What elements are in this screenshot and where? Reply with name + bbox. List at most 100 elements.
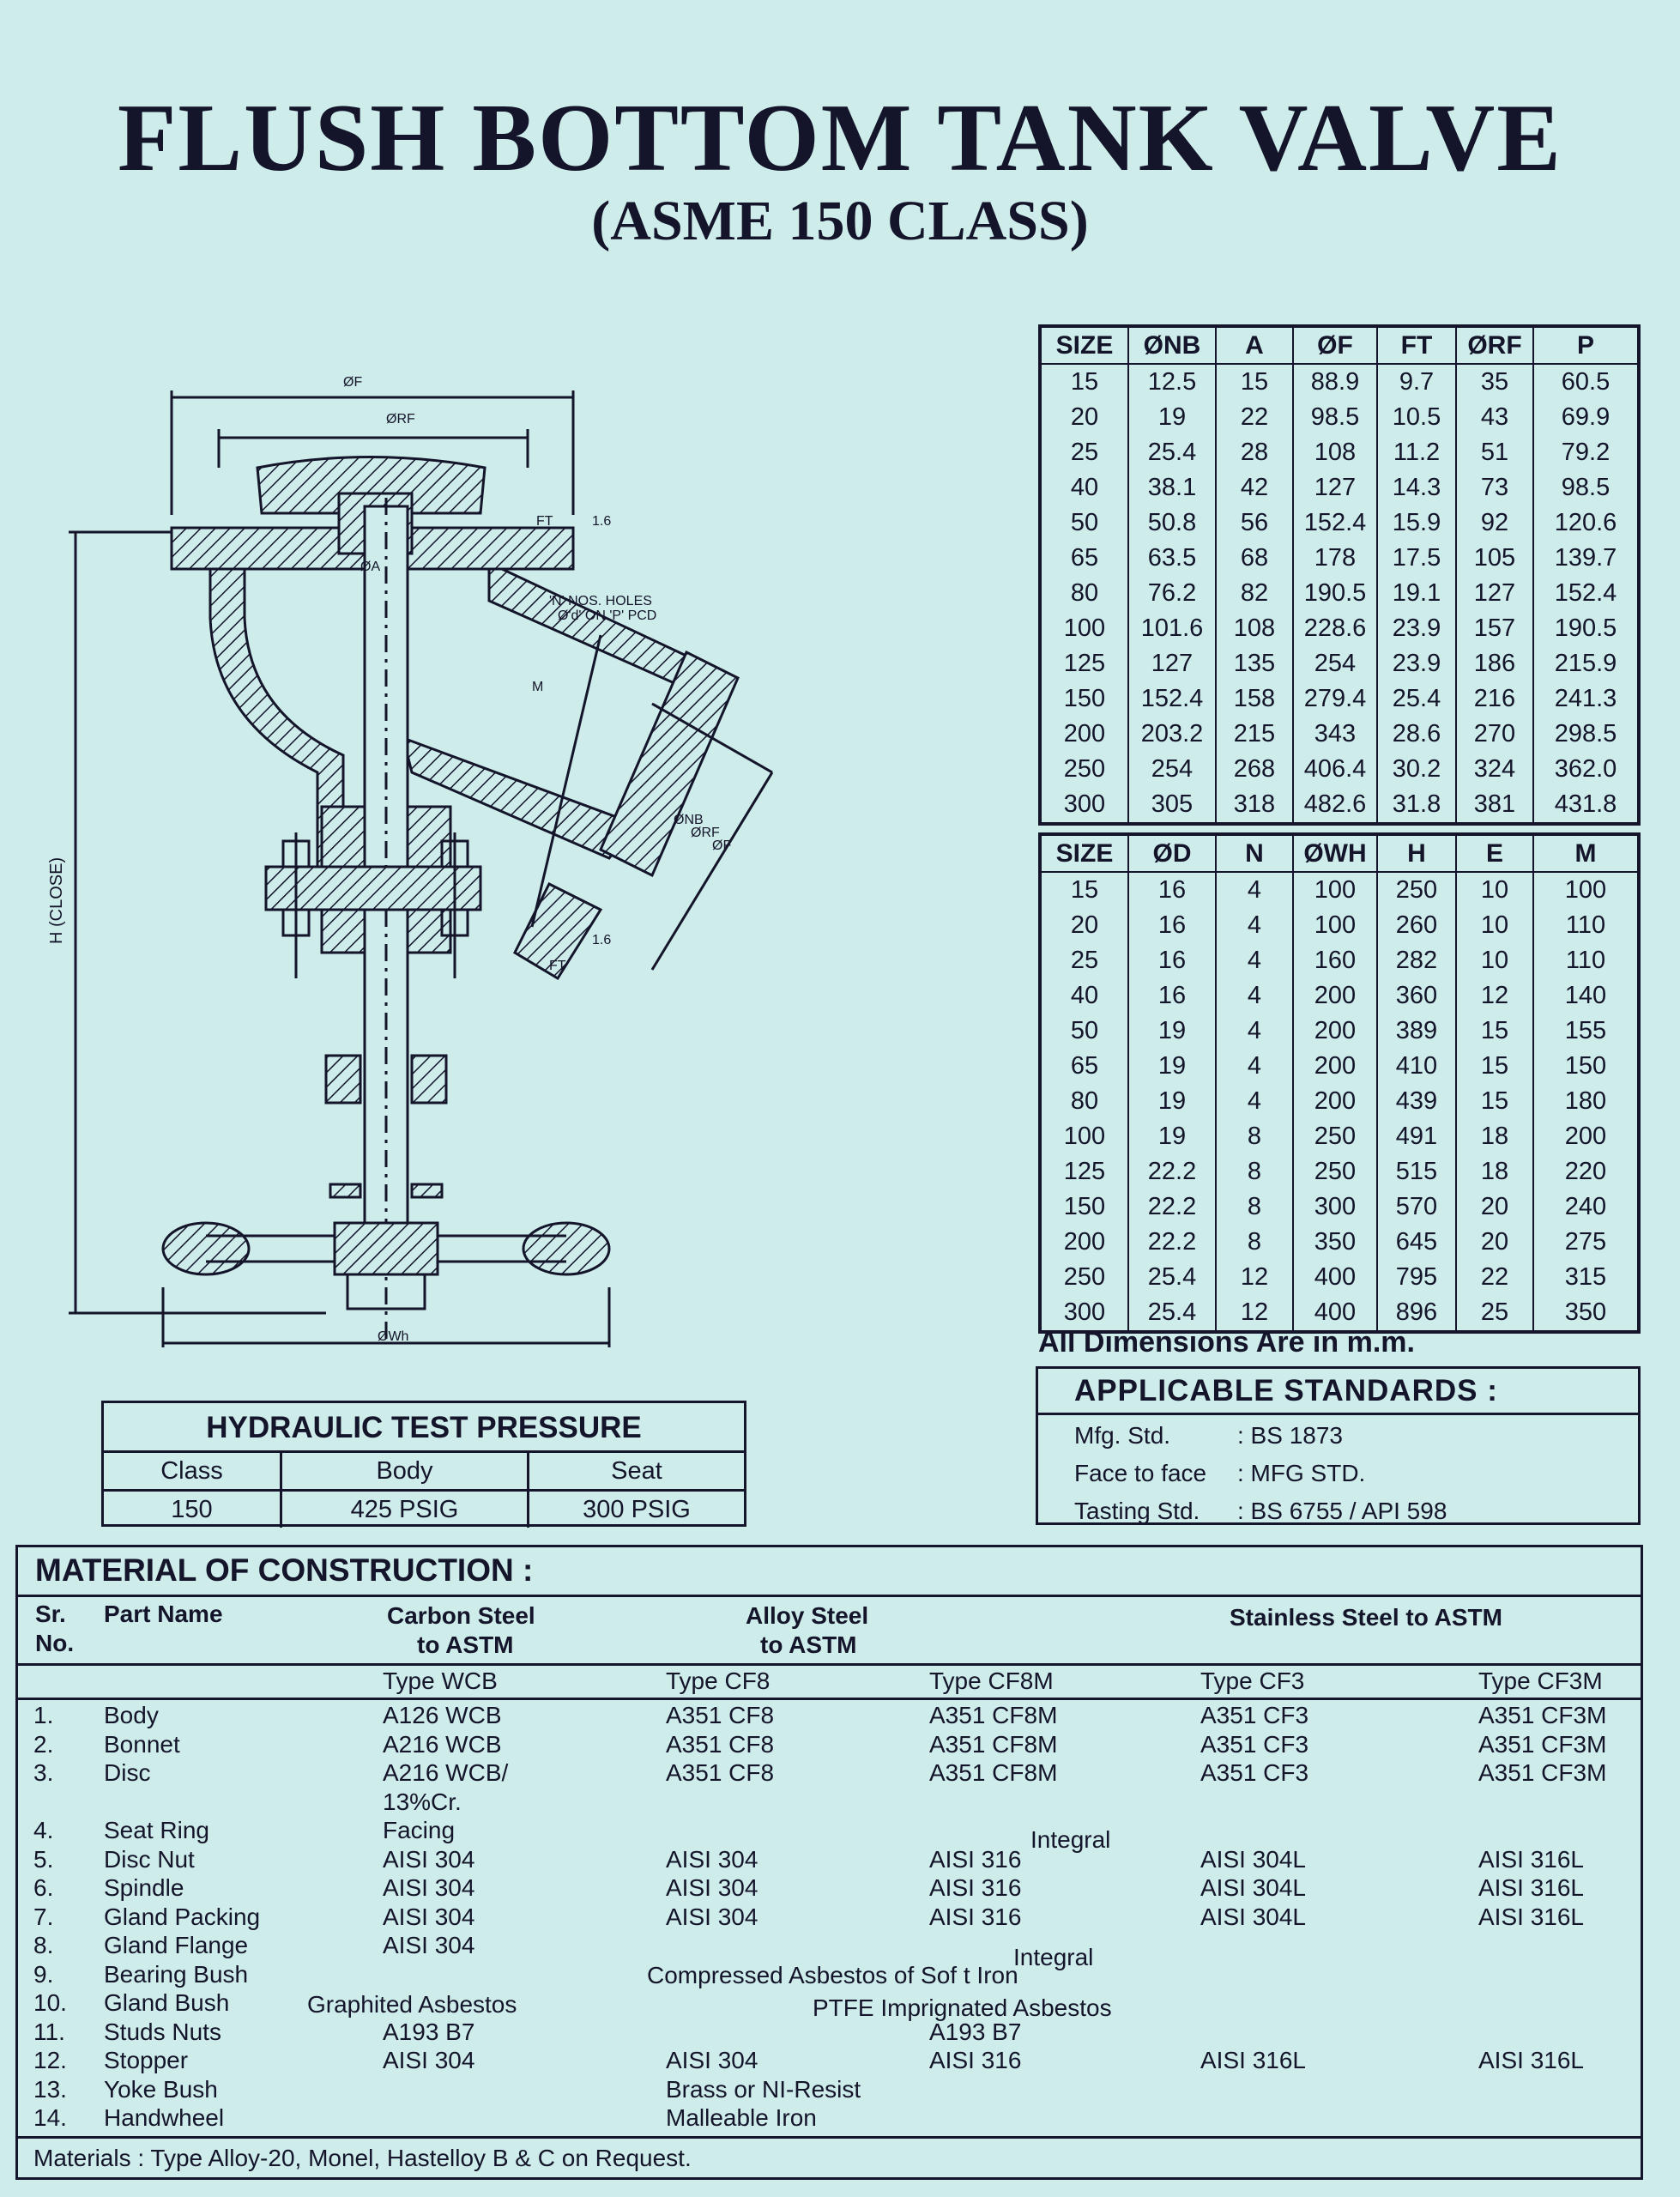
table1-header-ft: FT: [1376, 326, 1457, 365]
moc-head-as-2: to ASTM: [760, 1631, 857, 1658]
table1-cell: 73: [1455, 470, 1534, 505]
moc-material: AISI 304: [666, 2047, 758, 2073]
table2-header-wh: ØWH: [1292, 834, 1378, 873]
table2-cell: 250: [1292, 1154, 1378, 1189]
table2-cell: 180: [1532, 1084, 1640, 1119]
moc-material: AISI 304: [383, 2047, 475, 2073]
moc-head-no: No.: [35, 1630, 75, 1656]
table1-cell: 23.9: [1376, 611, 1457, 646]
table1-cell: 88.9: [1292, 364, 1378, 400]
table1-cell: 12.5: [1127, 364, 1217, 400]
table1-cell: 51: [1455, 435, 1534, 470]
table1-cell: 38.1: [1127, 470, 1217, 505]
table1-cell: 268: [1215, 752, 1294, 787]
table2-cell: 4: [1215, 943, 1294, 978]
table1-cell: 92: [1455, 505, 1534, 541]
table1-cell: 15: [1039, 364, 1129, 400]
table2-cell: 150: [1532, 1049, 1640, 1084]
moc-head-ss: Stainless Steel to ASTM: [1230, 1604, 1502, 1631]
table2-cell: 155: [1532, 1014, 1640, 1049]
table2-cell: 16: [1127, 872, 1217, 908]
moc-row-number: 2.: [33, 1730, 54, 1758]
table1-cell: 215: [1215, 717, 1294, 752]
table2-cell: 19: [1127, 1049, 1217, 1084]
moc-material: AISI 304: [383, 1932, 475, 1958]
moc-material: A126 WCB: [383, 1702, 502, 1728]
table2-cell: 250: [1292, 1119, 1378, 1154]
moc-compressed: Compressed Asbestos of Sof t Iron: [647, 1962, 1018, 1988]
moc-material: A351 CF3M: [1478, 1702, 1607, 1728]
table2-cell: 100: [1532, 872, 1640, 908]
page-title: FLUSH BOTTOM TANK VALVE: [118, 85, 1562, 191]
table1-cell: 31.8: [1376, 787, 1457, 824]
table1-cell: 28.6: [1376, 717, 1457, 752]
label-holes-1: 'N' NOS. HOLES: [549, 594, 652, 608]
table2-cell: 282: [1376, 943, 1457, 978]
table2-cell: 200: [1532, 1119, 1640, 1154]
moc-row-number: 8.: [33, 1932, 54, 1958]
table2-cell: 100: [1292, 908, 1378, 943]
table2-cell: 20: [1455, 1225, 1534, 1260]
dimension-note: All Dimensions Are in m.m.: [1038, 1326, 1415, 1359]
moc-footer: Materials : Type Alloy-20, Monel, Hastel…: [33, 2145, 692, 2171]
moc-head-cs-2: to ASTM: [417, 1631, 514, 1658]
table2-cell: 40: [1039, 978, 1129, 1014]
moc-material: A351 CF3M: [1478, 1759, 1607, 1786]
table1-cell: 10.5: [1376, 400, 1457, 435]
table2-cell: 300: [1292, 1189, 1378, 1225]
moc-part-name: Bearing Bush: [104, 1960, 249, 1988]
moc-material: AISI 316: [929, 1845, 1022, 1873]
standards-value: : MFG STD.: [1237, 1460, 1366, 1486]
table1-header-size: SIZE: [1039, 326, 1129, 365]
moc-material: AISI 304: [666, 1874, 758, 1901]
table1-cell: 68: [1215, 541, 1294, 576]
moc-type: Type CF8: [666, 1667, 771, 1694]
table2-cell: 400: [1292, 1260, 1378, 1295]
table1-header-p: P: [1532, 326, 1640, 365]
label-phi-rf-2: ØRF: [691, 826, 720, 840]
label-phi-f-2: ØF: [712, 838, 731, 853]
table1-cell: 25: [1039, 435, 1129, 470]
table1-cell: 14.3: [1376, 470, 1457, 505]
table2-cell: 20: [1455, 1189, 1534, 1225]
moc-integral-2: Integral: [1013, 1944, 1094, 1970]
moc-material: AISI 316L: [1478, 1874, 1584, 1901]
moc-material: A351 CF3: [1200, 1702, 1309, 1728]
table2-cell: 8: [1215, 1154, 1294, 1189]
table1-cell: 42: [1215, 470, 1294, 505]
table2-cell: 10: [1455, 943, 1534, 978]
table2-cell: 65: [1039, 1049, 1129, 1084]
label-phi-nb: ØNB: [674, 813, 704, 827]
moc-head-cs-1: Carbon Steel: [387, 1602, 535, 1629]
moc-material: AISI 316: [929, 1903, 1022, 1930]
moc-row-number: 1.: [33, 1702, 54, 1728]
table2-cell: 20: [1039, 908, 1129, 943]
moc-material: A351 CF8: [666, 1759, 775, 1786]
moc-part-name: Gland Flange: [104, 1932, 249, 1958]
moc-part-name: Stopper: [104, 2047, 189, 2073]
table1-cell: 50.8: [1127, 505, 1217, 541]
table2-cell: 275: [1532, 1225, 1640, 1260]
table1-cell: 254: [1292, 646, 1378, 681]
table2-cell: 200: [1039, 1225, 1129, 1260]
label-phi-wh: ØWh: [378, 1329, 408, 1344]
moc-material: A351 CF8M: [929, 1730, 1058, 1758]
moc-material: AISI 304L: [1200, 1845, 1306, 1873]
table2-cell: 150: [1039, 1189, 1129, 1225]
table1-cell: 343: [1292, 717, 1378, 752]
moc-row-number: 7.: [33, 1903, 54, 1930]
table2-cell: 795: [1376, 1260, 1457, 1295]
label-h-close: H (CLOSE): [47, 857, 66, 944]
moc-material: AISI 316L: [1478, 1903, 1584, 1930]
table1-cell: 19.1: [1376, 576, 1457, 611]
